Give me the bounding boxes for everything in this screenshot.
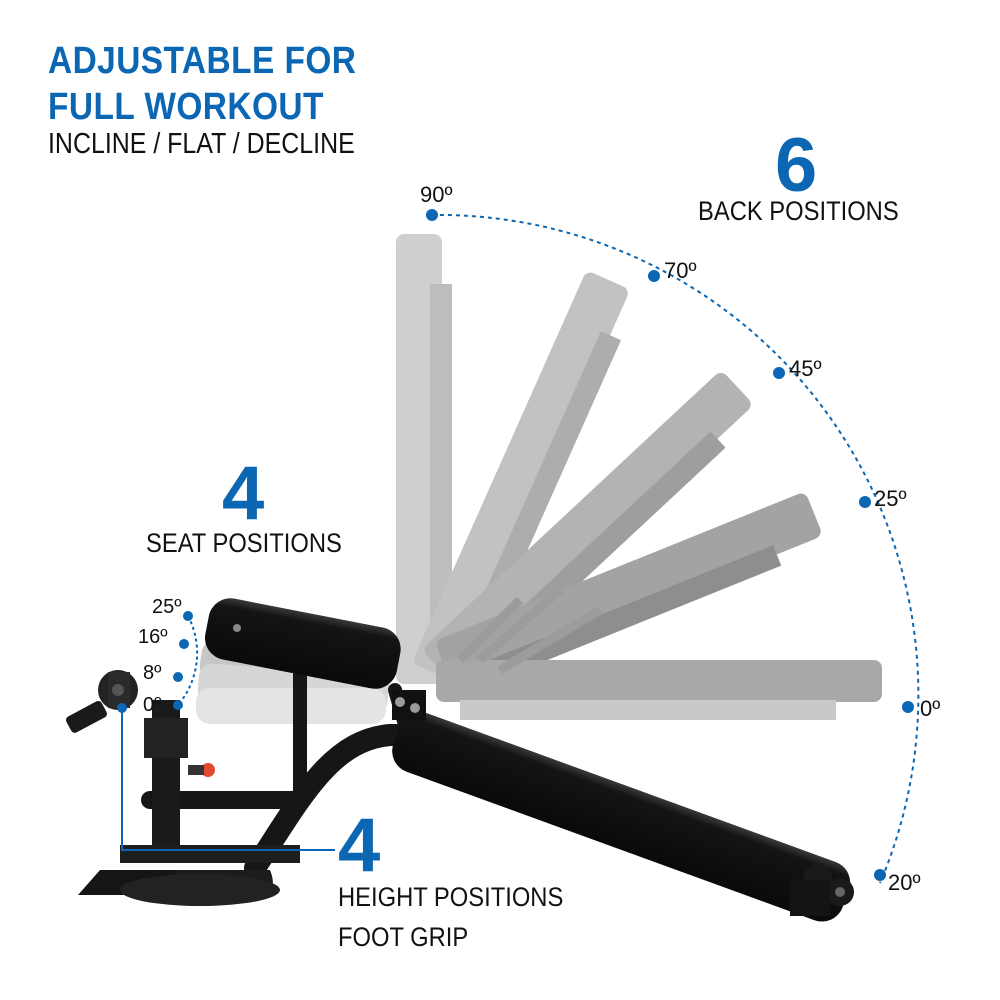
back-angle-20: 20º	[888, 870, 921, 895]
seat-angle-dots	[173, 611, 193, 710]
ghost-back-90	[396, 234, 452, 684]
headline: ADJUSTABLE FOR FULL WORKOUT	[48, 38, 356, 130]
foot-grip	[65, 670, 138, 733]
back-angle-0: 0º	[920, 696, 941, 721]
seat-positions-count: 4	[222, 451, 265, 536]
headline-subtitle: INCLINE / FLAT / DECLINE	[48, 128, 355, 160]
seat-positions-label: SEAT POSITIONS	[146, 528, 342, 558]
seat-angle-25: 25º	[152, 596, 182, 618]
headline-line-1: ADJUSTABLE FOR	[48, 40, 357, 82]
seat-pad	[205, 598, 401, 689]
height-positions-count: 4	[338, 803, 381, 888]
ghost-back-25	[436, 493, 821, 690]
back-positions-label: BACK POSITIONS	[698, 196, 899, 226]
back-angle-90: 90º	[420, 182, 453, 207]
seat-angle-8: 8º	[143, 662, 162, 684]
back-angle-25: 25º	[874, 486, 907, 511]
seat-angle-16: 16º	[138, 626, 168, 648]
headline-line-2: FULL WORKOUT	[48, 86, 324, 128]
rear-post	[144, 700, 215, 845]
back-positions-count: 6	[775, 123, 818, 208]
height-positions-label: HEIGHT POSITIONS	[338, 882, 564, 912]
back-angle-70: 70º	[664, 258, 697, 283]
foot-grip-label: FOOT GRIP	[338, 922, 469, 952]
back-arc	[431, 213, 920, 884]
back-pad	[392, 712, 851, 922]
ghost-back-positions	[396, 234, 882, 720]
height-dot	[117, 703, 127, 713]
base-foot	[78, 845, 300, 906]
back-angle-45: 45º	[789, 356, 822, 381]
rear-wheels	[790, 864, 854, 916]
ghost-back-0	[436, 660, 882, 720]
hinge	[392, 690, 426, 720]
seat-arc	[177, 615, 199, 706]
seat-angle-0: 0º	[143, 694, 162, 716]
height-leader-line	[121, 708, 335, 851]
ghost-supports	[456, 586, 603, 674]
back-angle-dots	[426, 209, 914, 881]
